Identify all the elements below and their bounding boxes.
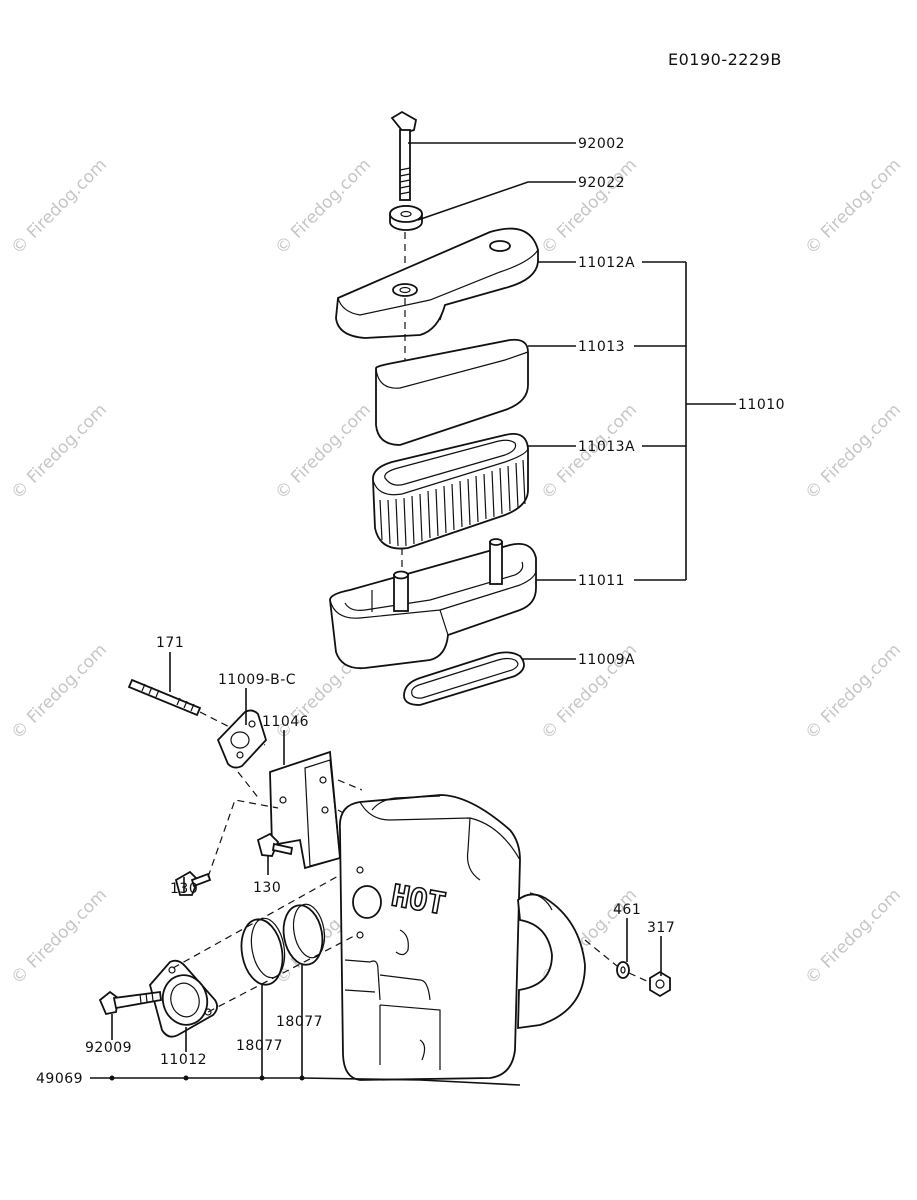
part-317-nut — [649, 970, 671, 998]
label-461: 461 — [613, 902, 641, 918]
part-18077-shield-a — [240, 917, 286, 986]
part-92002-bolt — [390, 110, 418, 201]
label-171: 171 — [156, 635, 184, 651]
label-11012A: 11012A — [578, 255, 635, 271]
watermark: © Firedog.com — [271, 400, 375, 504]
watermark: © Firedog.com — [7, 155, 111, 259]
watermark: © Firedog.com — [801, 155, 905, 259]
part-11013-prefilter — [375, 338, 529, 446]
label-11012: 11012 — [160, 1052, 207, 1068]
part-labels: 92002 92022 11012A 11013 11010 11013A 11… — [36, 136, 785, 1087]
leader-lines-lower — [90, 652, 662, 1086]
part-130-bolt-b — [256, 832, 294, 857]
part-92009-bolt — [98, 990, 162, 1016]
leader-lines-upper — [408, 142, 736, 660]
pleats — [379, 459, 526, 547]
watermark: © Firedog.com — [801, 640, 905, 744]
label-11009A: 11009A — [578, 652, 635, 668]
label-317: 317 — [647, 920, 675, 936]
label-11013: 11013 — [578, 339, 625, 355]
part-11009A-gasket — [403, 651, 525, 706]
part-11012-flange — [149, 959, 218, 1038]
label-11011: 11011 — [578, 573, 625, 589]
label-130-a: 130 — [170, 881, 198, 897]
diagram-code: E0190-2229B — [668, 50, 782, 69]
watermark: © Firedog.com — [7, 400, 111, 504]
part-11012A-cover — [335, 227, 539, 339]
label-11046: 11046 — [262, 714, 309, 730]
label-11009BC: 11009-B-C — [218, 672, 296, 688]
part-exhaust-pipe — [517, 892, 586, 1030]
label-11010: 11010 — [738, 397, 785, 413]
part-11009BC-gasket — [216, 709, 268, 769]
watermark: © Firedog.com — [7, 640, 111, 744]
part-18077-shield-b — [282, 903, 326, 966]
label-18077-b: 18077 — [276, 1014, 323, 1030]
part-461-washer — [616, 961, 630, 979]
label-11013A: 11013A — [578, 439, 635, 455]
watermark: © Firedog.com — [801, 885, 905, 989]
label-92022: 92022 — [578, 175, 625, 191]
label-92002: 92002 — [578, 136, 625, 152]
watermark: © Firedog.com — [7, 885, 111, 989]
label-18077-a: 18077 — [236, 1038, 283, 1054]
part-muffler-body: HOT — [338, 794, 521, 1081]
part-92022-washer — [389, 205, 423, 231]
part-11011-base — [329, 538, 537, 670]
part-171-stud — [127, 678, 202, 717]
label-130-b: 130 — [253, 880, 281, 896]
watermark: © Firedog.com — [537, 155, 641, 259]
watermark: © Firedog.com — [271, 155, 375, 259]
part-130-bolt-a — [174, 870, 212, 896]
label-92009: 92009 — [85, 1040, 132, 1056]
label-49069: 49069 — [36, 1071, 83, 1087]
watermark: © Firedog.com — [801, 400, 905, 504]
part-11013A-element — [372, 433, 529, 550]
